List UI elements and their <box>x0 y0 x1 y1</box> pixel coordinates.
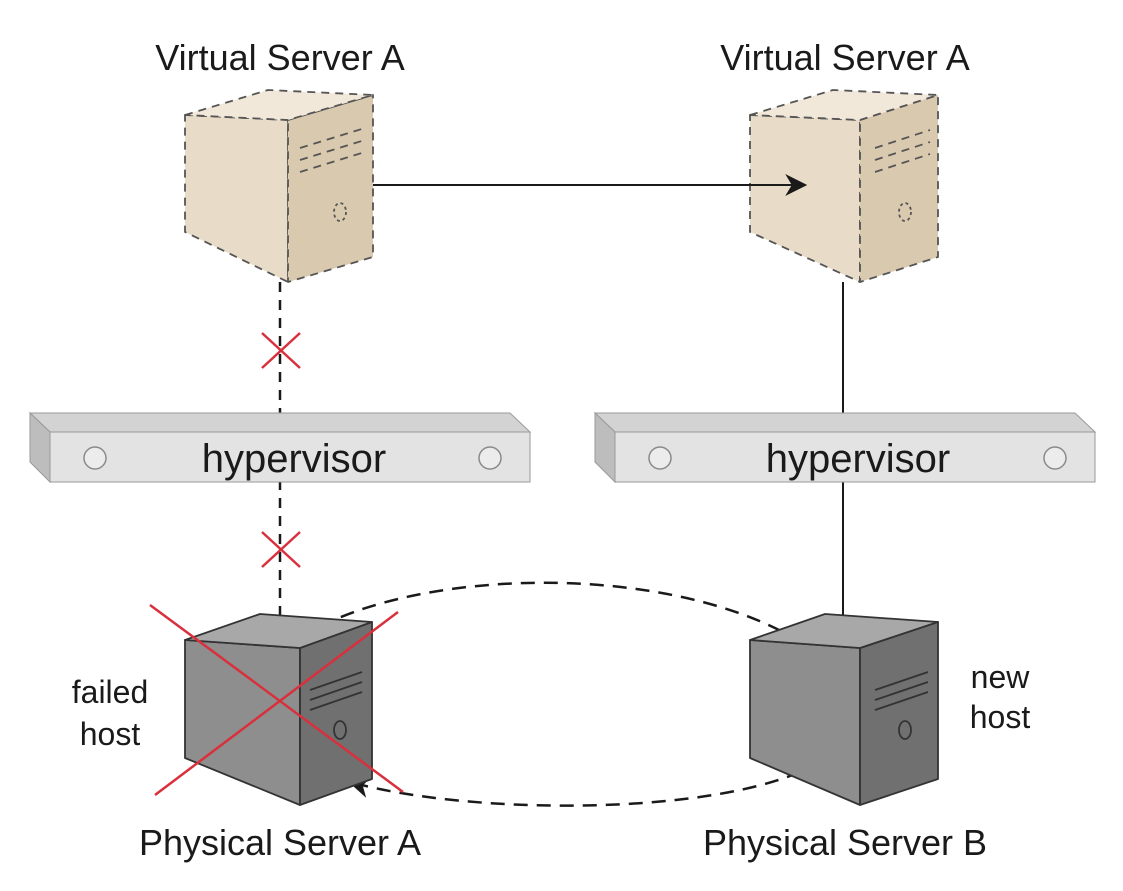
failover-arc-bottom <box>347 770 801 807</box>
physical-server-left <box>184 613 373 806</box>
failover-arc-top <box>299 581 837 670</box>
physical-server-right-label: Physical Server B <box>703 822 987 863</box>
connection-failure-mark-upper <box>261 332 301 369</box>
hypervisor-left-indicator-1 <box>83 446 107 470</box>
hypervisor-left-label: hypervisor <box>202 437 387 481</box>
hypervisor-right <box>593 411 1097 484</box>
failed-host-mark <box>149 603 404 796</box>
hypervisor-right-indicator-2 <box>1043 446 1067 470</box>
failed-host-label-line1: failed <box>72 674 149 710</box>
new-host-label-line2: host <box>970 699 1031 735</box>
virtual-server-right <box>749 89 939 283</box>
hypervisor-right-indicator-1 <box>648 446 672 470</box>
connection-failure-mark-lower <box>261 531 301 568</box>
new-host-label-line1: new <box>971 659 1031 695</box>
failed-host-label-line2: host <box>80 716 141 752</box>
hypervisor-right-label: hypervisor <box>766 437 951 481</box>
virtual-server-right-label: Virtual Server A <box>720 37 969 78</box>
virtual-server-left <box>184 89 374 283</box>
hypervisor-left <box>28 411 532 484</box>
hypervisor-left-indicator-2 <box>478 446 502 470</box>
virtual-server-left-label: Virtual Server A <box>155 37 404 78</box>
physical-server-left-label: Physical Server A <box>139 822 421 863</box>
physical-server-right <box>749 613 939 806</box>
